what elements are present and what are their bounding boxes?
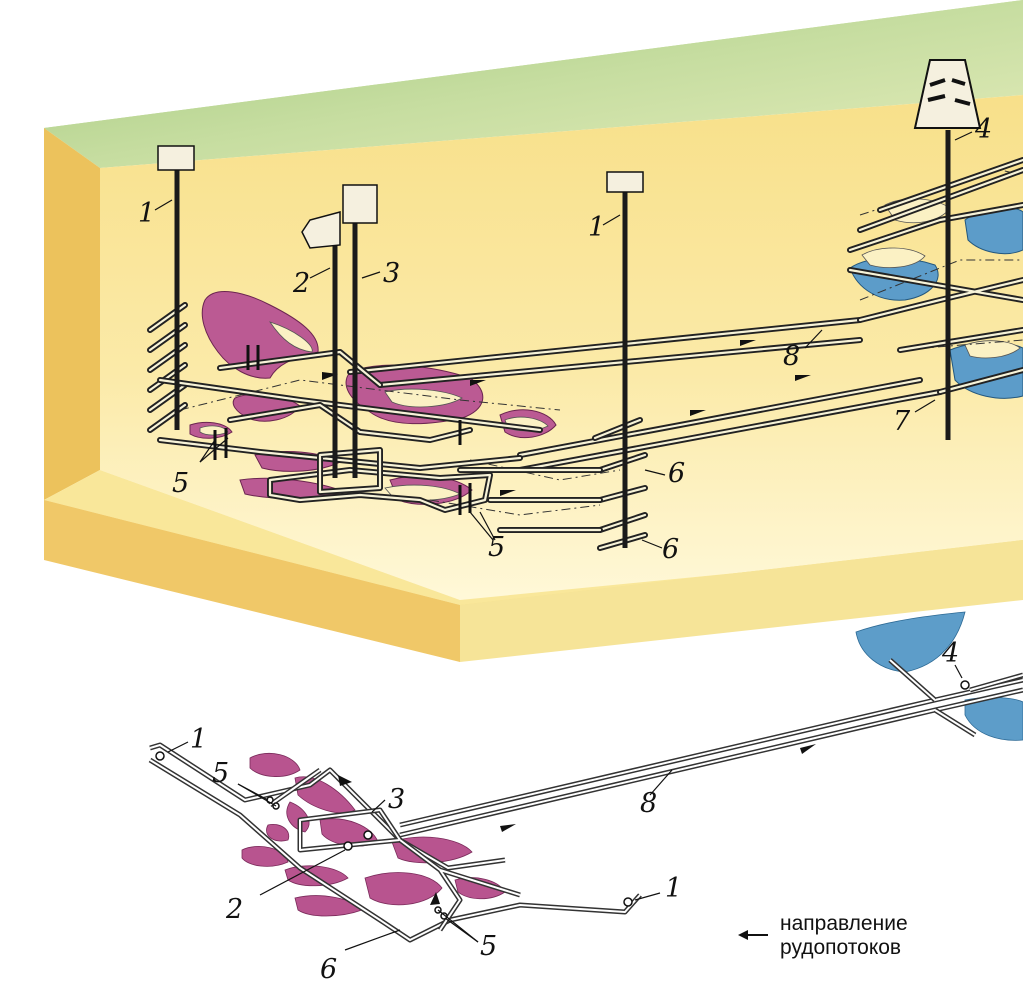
block-left-face bbox=[44, 128, 100, 500]
block-section bbox=[44, 0, 1023, 662]
shafts-3d bbox=[157, 59, 982, 548]
flow-arrows-3d bbox=[322, 340, 811, 496]
flow-arrows-plan bbox=[338, 744, 816, 905]
callouts-3d: 1 2 3 1 4 5 5 6 6 8 7 bbox=[138, 114, 992, 565]
label-1-middle-3d: 1 bbox=[588, 212, 605, 243]
label-3-3d: 3 bbox=[383, 258, 400, 289]
label-6-plan: 6 bbox=[320, 954, 337, 985]
headframe-1-left bbox=[157, 145, 195, 171]
label-1-left-plan: 1 bbox=[190, 724, 207, 755]
legend: направление рудопотоков bbox=[738, 912, 908, 959]
plan-view: 1 5 3 2 6 5 1 8 4 направление рудопотоко bbox=[148, 611, 1023, 985]
label-8-3d: 8 bbox=[783, 341, 800, 372]
block-front-face-right bbox=[460, 540, 1023, 662]
label-4-3d: 4 bbox=[974, 114, 992, 145]
label-6-upper-3d: 6 bbox=[668, 458, 685, 489]
label-7-3d: 7 bbox=[893, 406, 911, 437]
legend-line-1: направление bbox=[780, 912, 908, 935]
headframe-2 bbox=[301, 211, 341, 249]
callouts-plan: 1 5 3 2 6 5 1 8 4 bbox=[167, 638, 963, 985]
ore-bodies-plan-b bbox=[855, 611, 1023, 741]
plan-shafts bbox=[155, 680, 970, 920]
label-5-right-3d: 5 bbox=[488, 532, 505, 563]
label-4-plan: 4 bbox=[941, 638, 959, 669]
label-2-plan: 2 bbox=[225, 894, 243, 925]
ore-bodies-3d-highlights bbox=[199, 321, 549, 501]
headframe-4 bbox=[913, 59, 982, 129]
label-2-3d: 2 bbox=[292, 268, 310, 299]
block-front-face bbox=[44, 500, 460, 662]
ground-surface-plane bbox=[44, 0, 1023, 168]
label-1-left-3d: 1 bbox=[138, 198, 155, 229]
label-5-left-3d: 5 bbox=[172, 468, 189, 499]
headframe-1-middle bbox=[606, 171, 644, 193]
label-8-plan: 8 bbox=[640, 788, 657, 819]
label-5-lower-plan: 5 bbox=[480, 931, 497, 962]
label-6-lower-3d: 6 bbox=[662, 534, 679, 565]
label-1-right-plan: 1 bbox=[665, 873, 682, 904]
legend-line-2: рудопотоков bbox=[780, 936, 901, 959]
plan-workings bbox=[148, 658, 1023, 943]
label-3-plan: 3 bbox=[388, 784, 405, 815]
ore-bodies-plan-a bbox=[241, 752, 506, 917]
headframe-3 bbox=[342, 184, 378, 224]
label-5-upper-plan: 5 bbox=[212, 758, 229, 789]
